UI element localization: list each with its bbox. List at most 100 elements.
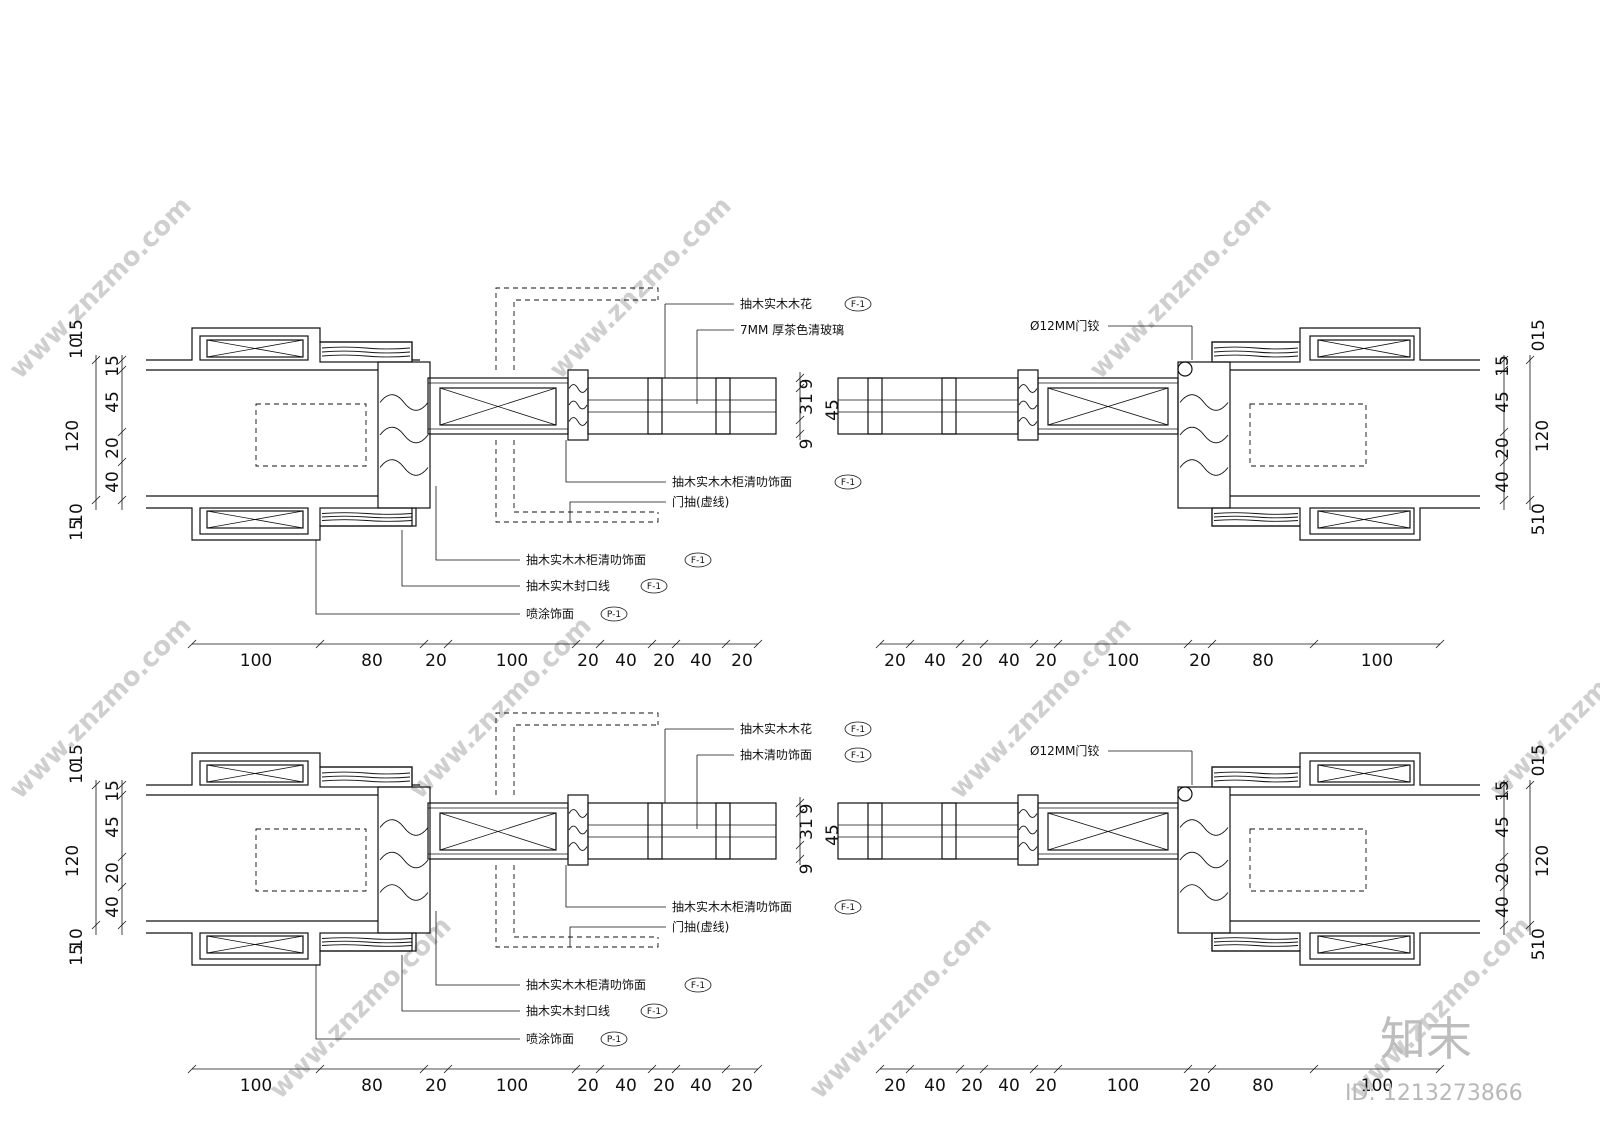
dimension-tick [647, 1064, 657, 1074]
dimension-label: 100 [496, 1076, 528, 1096]
watermark-text: www.znzmo.com [404, 611, 598, 805]
dimension-label: 40 [998, 651, 1020, 671]
dimension-tick [1525, 920, 1535, 930]
dimension-tick [91, 780, 101, 790]
dimension-label: 120 [63, 845, 83, 877]
left-hidden-outline [255, 403, 367, 467]
dimension-label: 20 [731, 1076, 753, 1096]
dimension-label: 15 [103, 355, 123, 377]
dimension-label: 10 [1529, 503, 1549, 525]
dimension-label: 10 [1529, 928, 1549, 950]
dimension-label: 0 [1529, 341, 1549, 352]
dimension-label: 10 [67, 503, 87, 525]
left-panel [587, 802, 777, 860]
leader-line [401, 530, 520, 587]
right-hidden-outline [1249, 828, 1367, 892]
material-tag: F-1 [647, 1007, 661, 1017]
right-casing-top [1211, 752, 1480, 786]
left-trim-top [319, 341, 413, 363]
dimension-label: 40 [924, 651, 946, 671]
right-casing-top [1211, 327, 1480, 361]
right-door-core [1047, 387, 1169, 426]
material-tag-oval [844, 296, 872, 312]
dimension-label: 9 [797, 864, 817, 875]
left-bar [715, 802, 731, 860]
leader-line [435, 486, 520, 561]
right-bar [941, 377, 957, 435]
dimension-tick [419, 1064, 429, 1074]
material-tag-oval [640, 578, 668, 594]
dimension-tick [595, 639, 605, 649]
wood-grain [1213, 771, 1299, 783]
dimension-label: 45 [103, 816, 123, 838]
dimension-tick [1029, 639, 1039, 649]
dimension-tick [905, 639, 915, 649]
right-bar [941, 802, 957, 860]
annotation-text: 抽木实木木柜清叻饰面 [672, 899, 792, 914]
dimension-tick [753, 1064, 763, 1074]
dimension-tick [795, 798, 805, 808]
right-casing-block [1317, 339, 1411, 358]
dimension-label: 45 [823, 399, 843, 421]
dimension-tick [721, 639, 731, 649]
dimension-tick [571, 1064, 581, 1074]
dimension-tick [91, 920, 101, 930]
annotation-text: 喷涂饰面 [526, 1031, 574, 1046]
left-casing-inner-bottom [199, 932, 309, 960]
dimension-label: 5 [1529, 525, 1549, 536]
material-tag: F-1 [691, 981, 705, 991]
dimension-label: 15 [103, 780, 123, 802]
wood-grain [321, 937, 413, 947]
dimension-label: 100 [1361, 1076, 1393, 1096]
dimension-label: 10 [67, 762, 87, 784]
left-bar [647, 377, 663, 435]
material-tag-oval [834, 474, 862, 490]
leader-line [315, 965, 520, 1040]
dimension-label: 100 [496, 651, 528, 671]
wood-grain [379, 819, 429, 901]
block-diagonal [206, 510, 304, 529]
watermark-text: www.znzmo.com [944, 611, 1138, 805]
left-trim-bottom [319, 932, 417, 952]
image-id: ID: 1213273866 [1345, 1081, 1523, 1106]
wood-grain [1213, 937, 1299, 947]
right-trim-top [1211, 341, 1301, 363]
door-pull-dashed [495, 287, 659, 370]
dimension-tick [117, 457, 127, 467]
dimension-label: 40 [103, 471, 123, 493]
left-casing-top [146, 327, 420, 361]
block-diagonal [1317, 510, 1411, 529]
right-casing-inner-top [1309, 335, 1415, 361]
left-casing-block [206, 764, 304, 783]
brand-logo: 知末 [1380, 1012, 1472, 1066]
dimension-label: 20 [103, 862, 123, 884]
left-hidden-outline [255, 828, 367, 892]
dimension-label: 40 [998, 1076, 1020, 1096]
material-tag: P-1 [607, 1035, 621, 1045]
dimension-tick [1499, 457, 1509, 467]
dimension-label: 20 [1493, 437, 1513, 459]
right-trim-bottom [1211, 507, 1301, 527]
dimension-label: 15 [67, 744, 87, 766]
dimension-label: 20 [1035, 1076, 1057, 1096]
leader-line [569, 926, 666, 947]
left-casing-block [206, 339, 304, 358]
dimension-label: 20 [577, 1076, 599, 1096]
dimension-label: 20 [653, 651, 675, 671]
dimension-tick [419, 639, 429, 649]
right-casing-inner-top [1309, 760, 1415, 786]
dimension-label: 80 [1252, 651, 1274, 671]
annotation-text: 抽木实木木花 [740, 296, 812, 311]
leader-line [435, 911, 520, 986]
dimension-label: 40 [690, 1076, 712, 1096]
annotation-text: 门抽(虚线) [672, 494, 729, 509]
annotation-text: 喷涂饰面 [526, 606, 574, 621]
dimension-label: 15 [1529, 744, 1549, 766]
dimension-label: 45 [1493, 391, 1513, 413]
dimension-label: 15 [1493, 780, 1513, 802]
dimension-label: 120 [1533, 420, 1553, 452]
dimension-label: 80 [361, 651, 383, 671]
dimension-tick [1499, 790, 1509, 800]
